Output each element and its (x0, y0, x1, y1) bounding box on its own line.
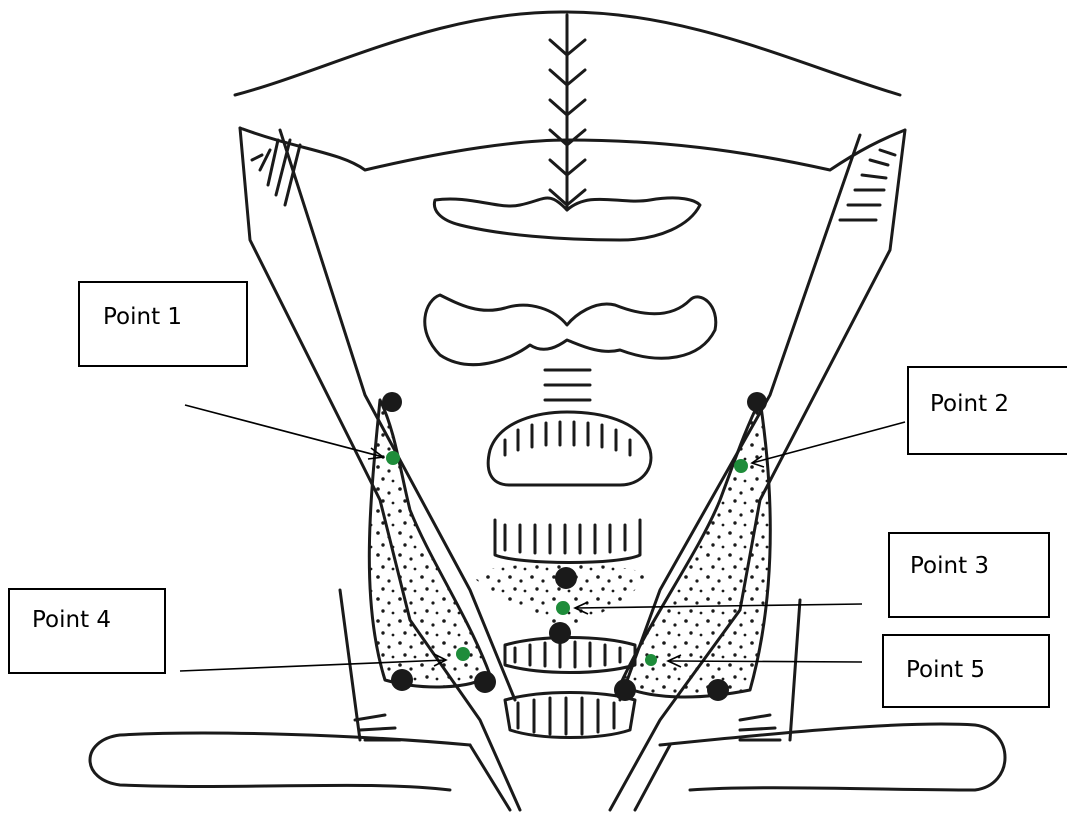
right-clavicle (660, 724, 1005, 790)
jaw-lower-line (240, 128, 905, 170)
cricoid-ring (488, 412, 651, 485)
point-3-marker (556, 601, 570, 615)
point-3-label: Point 3 (910, 553, 989, 579)
point-2-label: Point 2 (930, 391, 1009, 417)
point-4-marker (456, 647, 470, 661)
point-2-marker (734, 459, 748, 473)
thyroid-cartilage (425, 295, 716, 365)
point-5-marker (645, 654, 657, 666)
point-4-label: Point 4 (32, 607, 111, 633)
trachea (495, 520, 640, 563)
point-5-label: Point 5 (906, 657, 985, 683)
left-clavicle (90, 733, 470, 790)
point-1-marker (386, 451, 400, 465)
point-1-label: Point 1 (103, 304, 182, 330)
